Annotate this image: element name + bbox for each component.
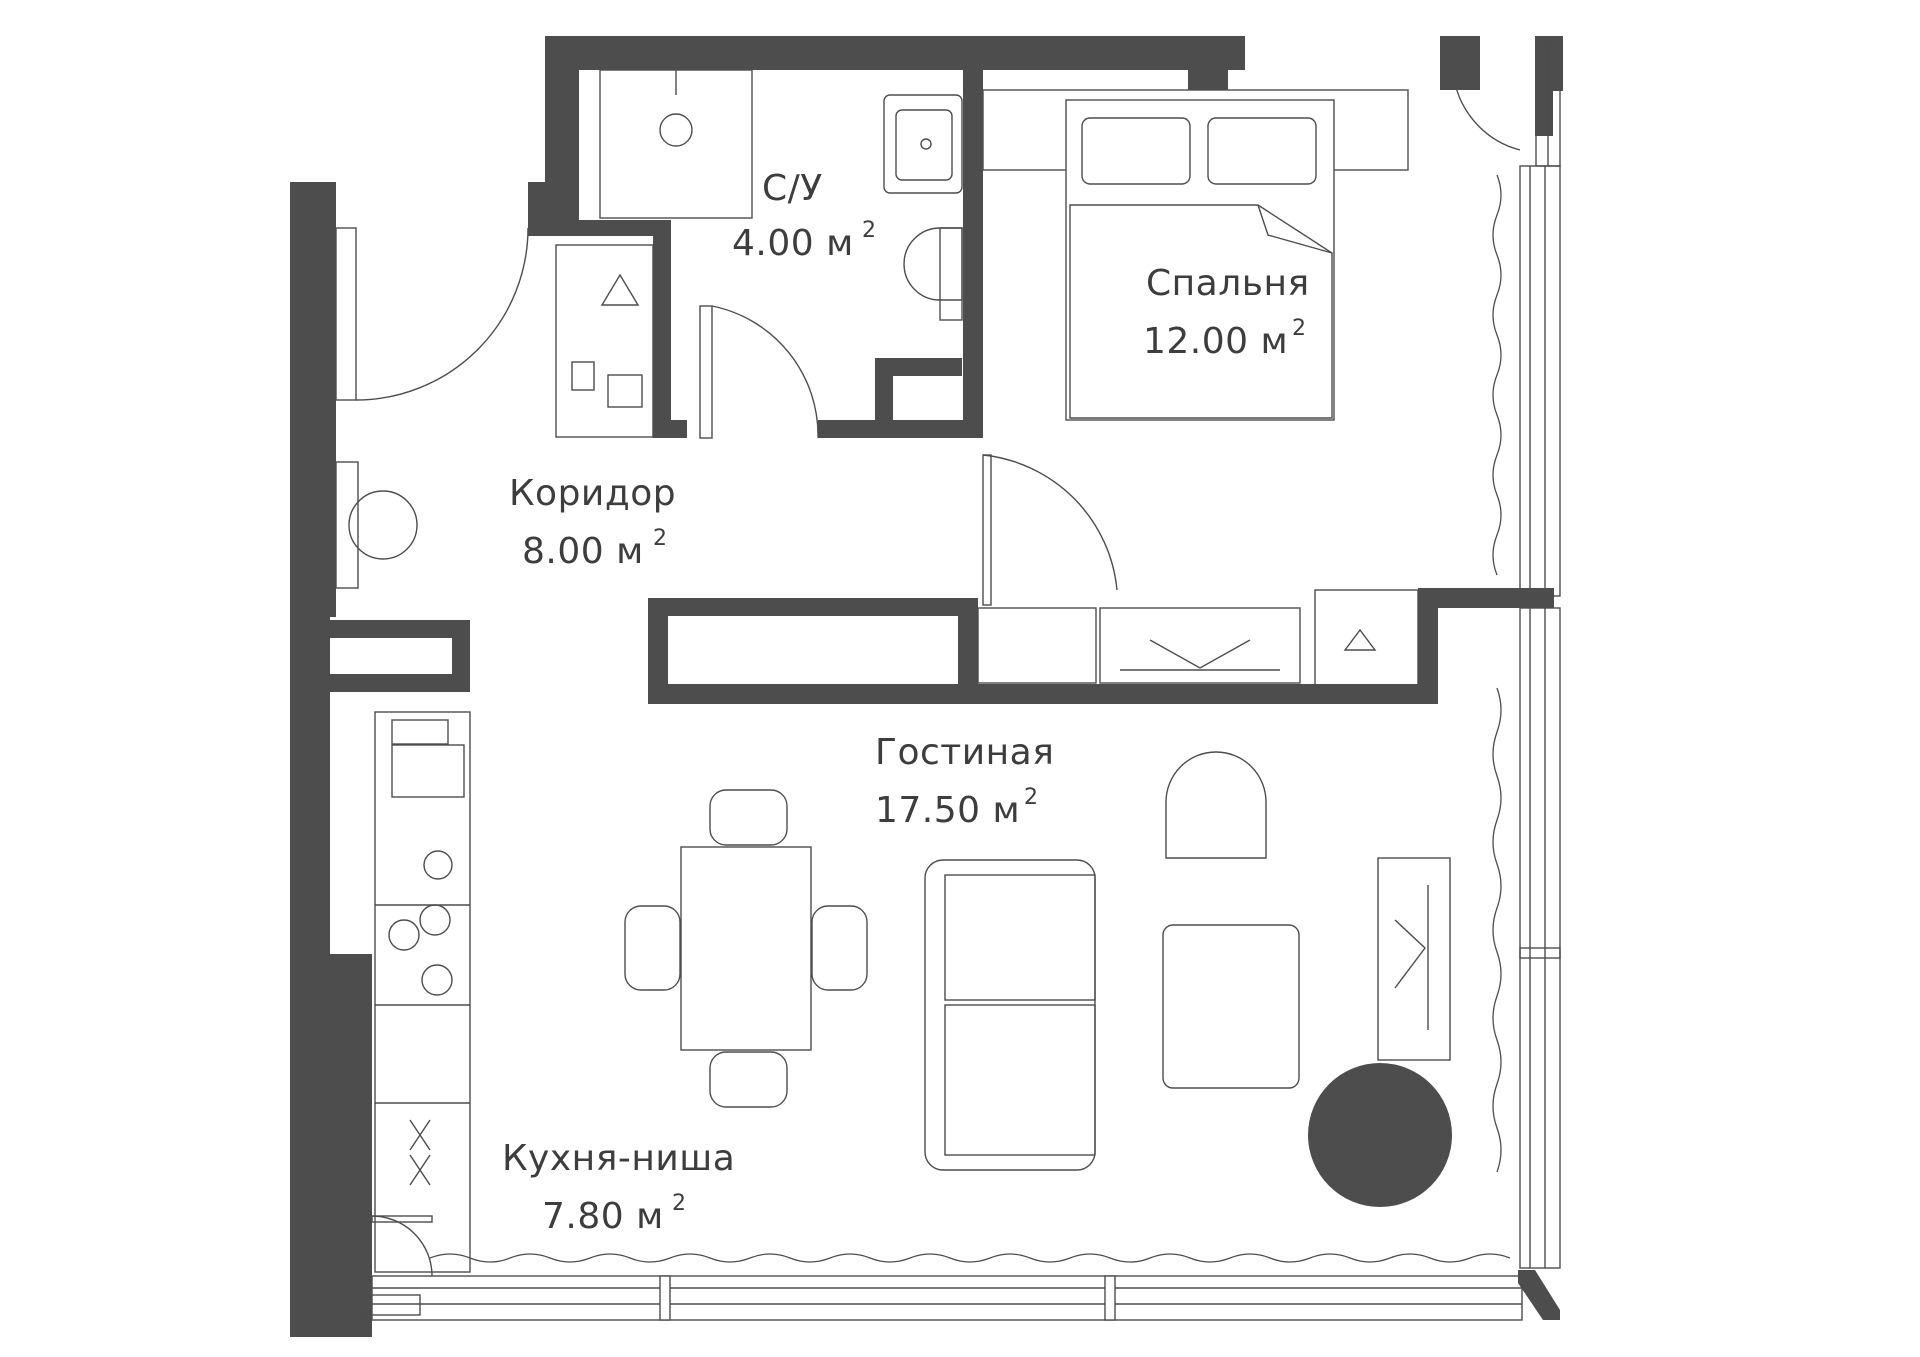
kitchen-area-exp: 2: [672, 1191, 686, 1216]
windows: [371, 43, 1561, 1321]
bathroom-area: 4.00 м: [732, 223, 854, 264]
corridor-area: 8.00 м: [522, 531, 644, 572]
doors: [335, 69, 1521, 1316]
bathroom-name: С/У: [762, 168, 823, 209]
bedroom-furniture: [977, 89, 1419, 686]
curtains: [429, 174, 1511, 1263]
dining-set: [624, 789, 868, 1108]
kitchen-area: 7.80 м: [542, 1196, 664, 1237]
bedroom-area: 12.00 м: [1143, 321, 1288, 362]
corridor-table: [335, 461, 418, 589]
room-label-corridor: Коридор 8.00 м 2: [509, 473, 676, 572]
room-label-bathroom: С/У 4.00 м 2: [732, 168, 876, 264]
living-furniture: [924, 751, 1452, 1207]
room-label-bedroom: Спальня 12.00 м 2: [1143, 263, 1310, 362]
bedroom-name: Спальня: [1146, 263, 1310, 304]
bathroom-area-exp: 2: [862, 218, 876, 243]
living-area-exp: 2: [1024, 785, 1038, 810]
walls: [290, 36, 1563, 1337]
room-label-kitchen: Кухня-ниша 7.80 м 2: [502, 1138, 735, 1237]
bathroom-fixtures: [555, 69, 963, 438]
room-label-living: Гостиная 17.50 м 2: [875, 732, 1054, 831]
bedroom-area-exp: 2: [1292, 316, 1306, 341]
kitchen-counter: [374, 711, 471, 1273]
corridor-area-exp: 2: [653, 526, 667, 551]
living-area: 17.50 м: [875, 790, 1020, 831]
living-name: Гостиная: [875, 732, 1054, 773]
corridor-name: Коридор: [509, 473, 676, 514]
kitchen-name: Кухня-ниша: [502, 1138, 735, 1179]
